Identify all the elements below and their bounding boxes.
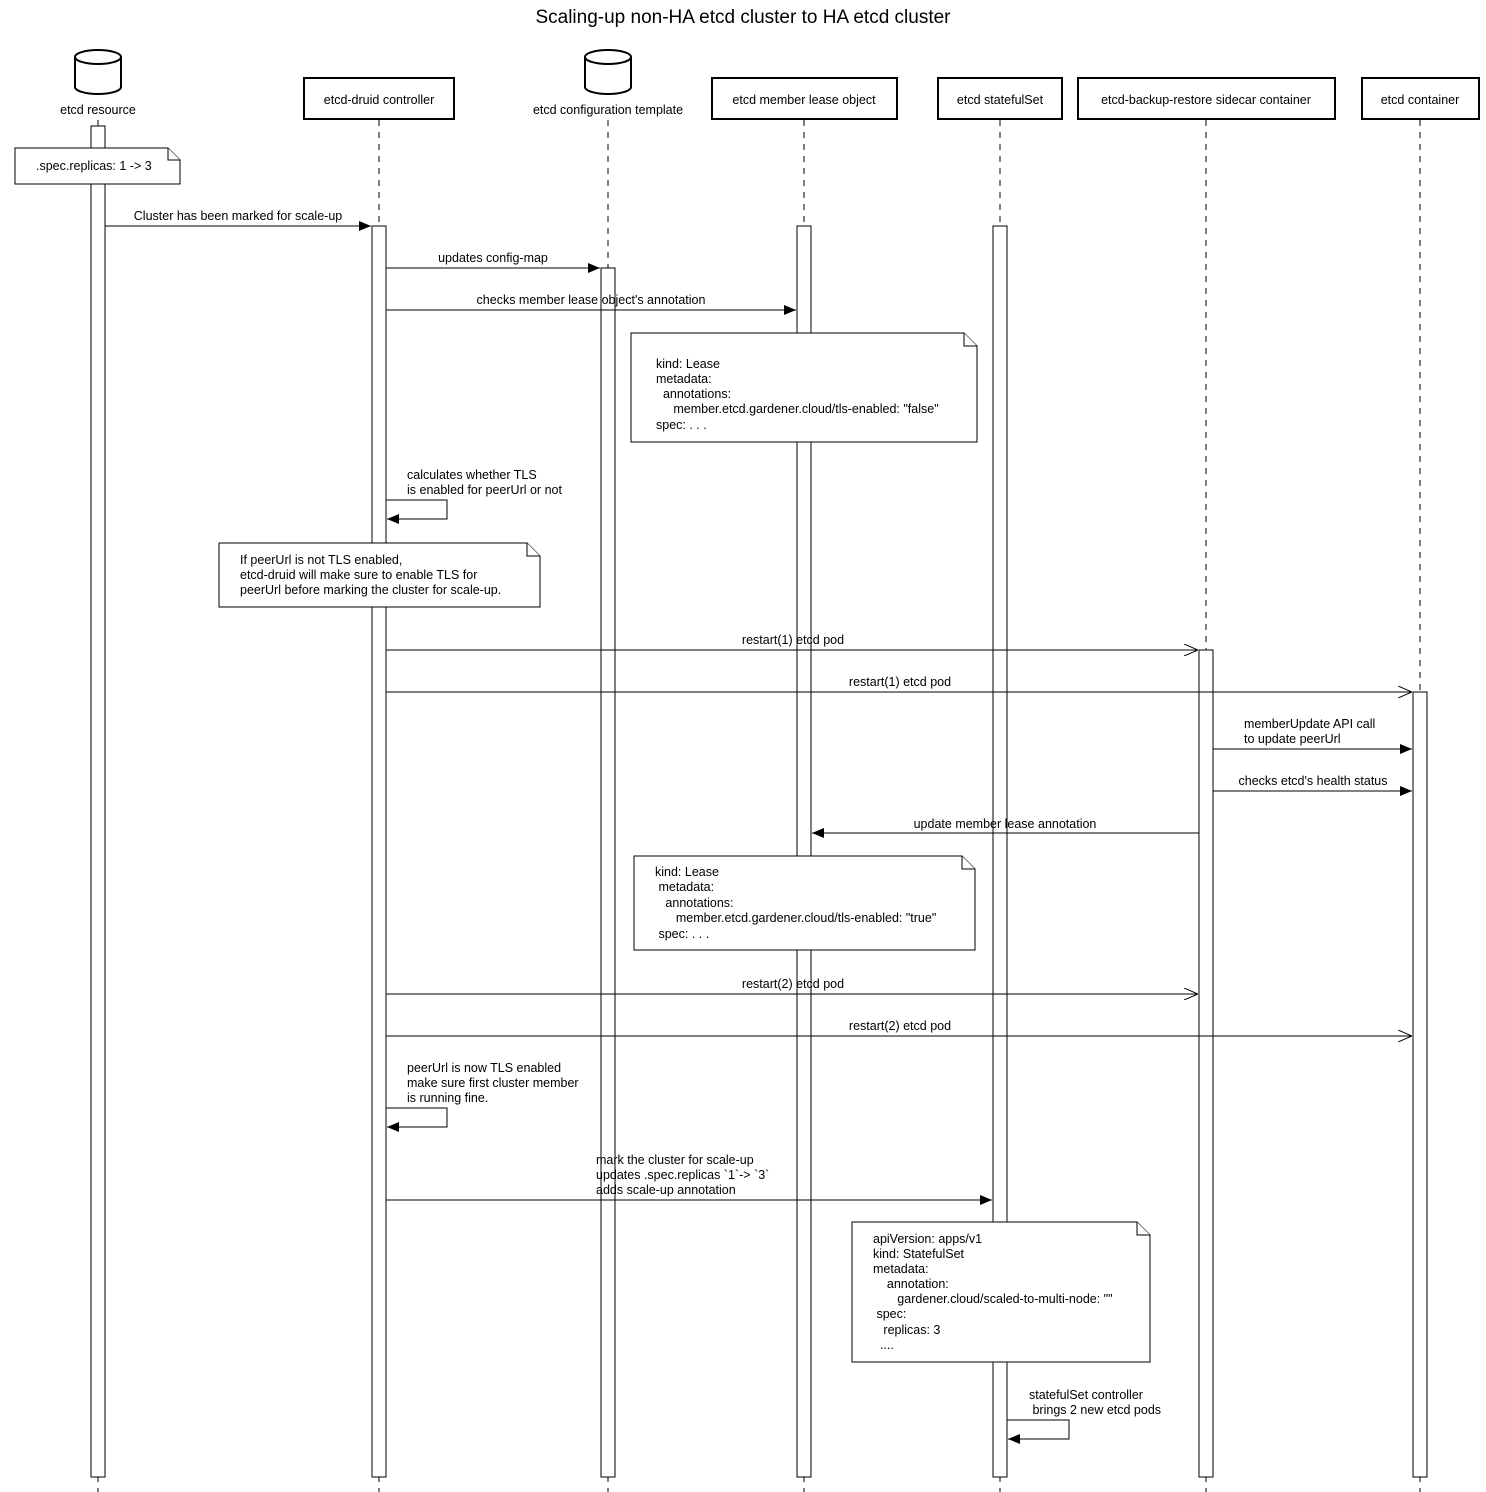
note-statefulset: apiVersion: apps/v1 kind: StatefulSet me…	[851, 1221, 1151, 1363]
activation-druid	[371, 225, 387, 1478]
participant-label: etcd configuration template	[533, 103, 683, 117]
activation-etcd-resource	[90, 125, 106, 1478]
message-label: to update peerUrl	[1244, 732, 1341, 746]
participant-etcd-resource: etcd resource	[60, 49, 136, 117]
participant-label: etcd container	[1381, 93, 1460, 107]
note-line: member.etcd.gardener.cloud/tls-enabled: …	[655, 911, 936, 925]
participant-statefulset: etcd statefulSet	[937, 77, 1063, 120]
note-line: etcd-druid will make sure to enable TLS …	[240, 568, 477, 582]
activation-etcd-container	[1412, 691, 1428, 1478]
message-label: Cluster has been marked for scale-up	[134, 209, 342, 223]
participant-sidecar: etcd-backup-restore sidecar container	[1077, 77, 1336, 120]
participant-etcd-container: etcd container	[1361, 77, 1480, 120]
message-peer-url-tls-enabled: peerUrl is now TLS enabled make sure fir…	[386, 1061, 579, 1132]
message-label: mark the cluster for scale-up	[596, 1153, 754, 1167]
message-label: brings 2 new etcd pods	[1029, 1403, 1161, 1417]
note-line: annotation:	[873, 1277, 949, 1291]
message-label: is running fine.	[407, 1091, 488, 1105]
message-restart1-etcd: restart(1) etcd pod	[386, 675, 1412, 692]
diagram-title: Scaling-up non-HA etcd cluster to HA etc…	[535, 7, 951, 28]
message-label: checks member lease object's annotation	[477, 293, 706, 307]
lifelines	[97, 120, 1421, 1492]
note-replicas: .spec.replicas: 1 -> 3	[14, 147, 181, 185]
note-line: kind: Lease	[656, 357, 720, 371]
message-label: is enabled for peerUrl or not	[407, 483, 562, 497]
note-line: apiVersion: apps/v1	[873, 1232, 982, 1246]
activation-lease	[796, 225, 812, 1478]
activation-config-template	[600, 267, 616, 1478]
database-icon	[74, 49, 122, 95]
message-label: peerUrl is now TLS enabled	[407, 1061, 561, 1075]
message-mark-cluster-scale-up: mark the cluster for scale-up updates .s…	[386, 1153, 992, 1205]
note-lease-tls-false: kind: Lease metadata: annotations: membe…	[630, 332, 978, 443]
participant-label: etcd member lease object	[732, 93, 876, 107]
note-peer-url-tls: If peerUrl is not TLS enabled, etcd-drui…	[218, 542, 541, 608]
note-line: spec: . . .	[656, 418, 707, 432]
note-line: member.etcd.gardener.cloud/tls-enabled: …	[656, 402, 939, 416]
participant-label: etcd-druid controller	[324, 93, 434, 107]
message-updates-config-map: updates config-map	[386, 251, 600, 273]
participant-label: etcd statefulSet	[957, 93, 1044, 107]
message-label: make sure first cluster member	[407, 1076, 579, 1090]
message-label: update member lease annotation	[914, 817, 1097, 831]
participant-lease: etcd member lease object	[711, 77, 898, 120]
participant-label: etcd-backup-restore sidecar container	[1101, 93, 1311, 107]
message-label: updates config-map	[438, 251, 548, 265]
message-marked-scale-up: Cluster has been marked for scale-up	[105, 209, 371, 231]
message-label: checks etcd's health status	[1239, 774, 1388, 788]
message-checks-health: checks etcd's health status	[1213, 774, 1412, 796]
message-calculates-tls: calculates whether TLS is enabled for pe…	[386, 468, 562, 524]
participant-label: etcd resource	[60, 103, 136, 117]
activation-statefulset	[992, 225, 1008, 1478]
message-checks-lease-annotation: checks member lease object's annotation	[386, 293, 796, 315]
note-line: replicas: 3	[873, 1323, 940, 1337]
note-line: peerUrl before marking the cluster for s…	[240, 583, 501, 597]
participant-config-template: etcd configuration template	[533, 49, 683, 117]
note-line: If peerUrl is not TLS enabled,	[240, 553, 402, 567]
note-lease-tls-true: kind: Lease metadata: annotations: membe…	[633, 855, 976, 951]
message-label: memberUpdate API call	[1244, 717, 1375, 731]
message-restart1-sidecar: restart(1) etcd pod	[386, 633, 1198, 650]
message-label: restart(1) etcd pod	[742, 633, 844, 647]
note-line: .spec.replicas: 1 -> 3	[36, 159, 152, 173]
note-line: metadata:	[873, 1262, 929, 1276]
note-line: annotations:	[656, 387, 731, 401]
activation-sidecar	[1198, 649, 1214, 1478]
note-line: gardener.cloud/scaled-to-multi-node: ""	[873, 1292, 1113, 1306]
note-line: metadata:	[656, 372, 712, 386]
message-member-update: memberUpdate API call to update peerUrl	[1213, 717, 1412, 754]
message-label: restart(2) etcd pod	[742, 977, 844, 991]
message-label: adds scale-up annotation	[596, 1183, 736, 1197]
activation-bars	[90, 125, 1428, 1478]
message-restart2-etcd: restart(2) etcd pod	[386, 1019, 1412, 1036]
note-line: spec:	[873, 1307, 906, 1321]
message-statefulset-controller: statefulSet controller brings 2 new etcd…	[1007, 1388, 1161, 1444]
message-label: restart(2) etcd pod	[849, 1019, 951, 1033]
note-line: kind: Lease	[655, 865, 719, 879]
message-restart2-sidecar: restart(2) etcd pod	[386, 977, 1198, 994]
message-label: statefulSet controller	[1029, 1388, 1143, 1402]
message-label: calculates whether TLS	[407, 468, 537, 482]
note-line: annotations:	[655, 896, 734, 910]
message-label: restart(1) etcd pod	[849, 675, 951, 689]
participant-druid: etcd-druid controller	[303, 77, 455, 120]
database-icon	[584, 49, 632, 95]
note-line: metadata:	[655, 880, 714, 894]
note-line: kind: StatefulSet	[873, 1247, 965, 1261]
message-update-lease-annotation: update member lease annotation	[812, 817, 1199, 838]
note-line: ....	[873, 1338, 894, 1352]
note-line: spec: . . .	[655, 927, 709, 941]
message-label: updates .spec.replicas `1`-> `3`	[596, 1168, 769, 1182]
